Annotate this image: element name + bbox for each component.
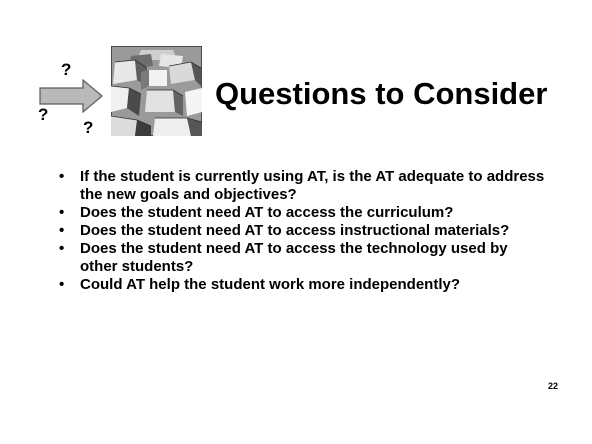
- bullet-text: Does the student need AT to access instr…: [80, 222, 510, 239]
- bullet-item: • Does the student need AT to access ins…: [59, 222, 545, 240]
- bullet-dot: •: [59, 204, 65, 221]
- bullet-text: Does the student need AT to access the c…: [80, 204, 454, 221]
- bullet-text: Could AT help the student work more inde…: [80, 276, 461, 293]
- slide-title: Questions to Consider: [215, 76, 548, 111]
- bullet-dot: •: [59, 240, 65, 257]
- question-mark: ?: [61, 60, 72, 79]
- bullet-item: • Does the student need AT to access the…: [59, 240, 545, 276]
- maze-image: [111, 46, 202, 136]
- question-mark: ?: [83, 118, 94, 137]
- bullet-text: Does the student need AT to access the t…: [80, 240, 508, 275]
- bullet-dot: •: [59, 222, 65, 239]
- right-arrow-icon: [39, 79, 103, 113]
- bullet-item: • Could AT help the student work more in…: [59, 276, 545, 294]
- question-mark: ?: [38, 105, 49, 124]
- bullet-item: • Does the student need AT to access the…: [59, 204, 545, 222]
- bullet-list: • If the student is currently using AT, …: [59, 168, 579, 294]
- bullet-item: • If the student is currently using AT, …: [59, 168, 545, 204]
- page-number: 22: [548, 381, 559, 391]
- bullet-text: If the student is currently using AT, is…: [80, 168, 545, 203]
- bullet-dot: •: [59, 276, 65, 293]
- bullet-dot: •: [59, 168, 65, 185]
